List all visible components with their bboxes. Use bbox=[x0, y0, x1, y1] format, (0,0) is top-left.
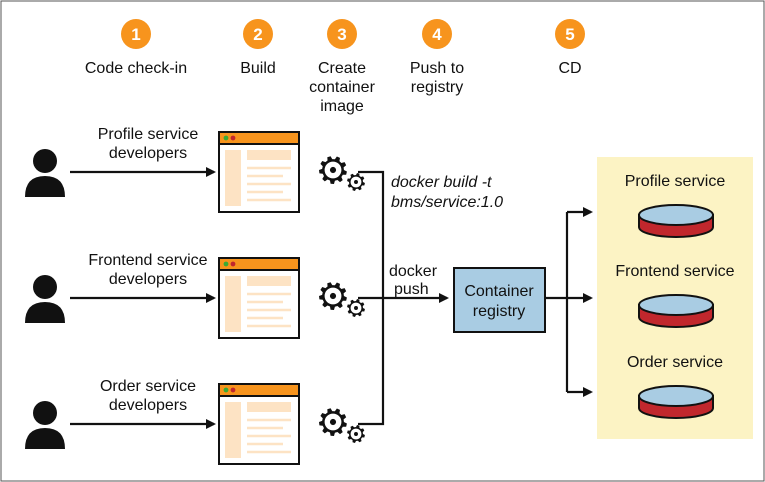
person-icon bbox=[25, 401, 65, 449]
step-label-line: Build bbox=[240, 60, 276, 77]
gear-small-icon bbox=[347, 425, 365, 443]
step-label-line: Code check-in bbox=[85, 60, 187, 77]
step-badge-icon bbox=[422, 19, 452, 49]
deploy-connectors bbox=[545, 212, 569, 392]
push-command-line-2: push bbox=[394, 281, 429, 298]
registry-label-line-1: Container bbox=[464, 283, 534, 300]
person-icon bbox=[25, 275, 65, 323]
database-icon bbox=[638, 204, 714, 238]
step-5: 5CD bbox=[555, 19, 585, 77]
service-label: Order service bbox=[627, 354, 723, 371]
build-command-line-2: bms/service:1.0 bbox=[391, 194, 503, 211]
step-number: 5 bbox=[565, 25, 574, 44]
container-registry-box bbox=[453, 267, 546, 333]
person-icon bbox=[25, 149, 65, 197]
gear-large-icon bbox=[319, 282, 347, 310]
step-label-line: registry bbox=[411, 79, 463, 96]
step-label-line: CD bbox=[558, 60, 581, 77]
gear-small-icon bbox=[347, 299, 365, 317]
build-window-icon bbox=[218, 131, 300, 213]
service-label: Profile service bbox=[625, 173, 726, 190]
build-window-icon bbox=[218, 383, 300, 465]
team-label-line: developers bbox=[109, 397, 187, 414]
step-number: 3 bbox=[337, 25, 346, 44]
step-label-line: Create bbox=[318, 60, 366, 77]
service-1: Profile service bbox=[625, 173, 726, 238]
team-row-3: Order service developers bbox=[25, 378, 365, 465]
team-label-line: Order service bbox=[100, 378, 196, 395]
team-label-line: developers bbox=[109, 271, 187, 288]
step-number: 2 bbox=[253, 25, 262, 44]
service-2: Frontend service bbox=[615, 263, 735, 328]
gear-large-icon bbox=[319, 408, 347, 436]
push-command-line-1: docker bbox=[389, 263, 438, 280]
step-badge-icon bbox=[121, 19, 151, 49]
step-number: 1 bbox=[131, 25, 140, 44]
team-label-line: Frontend service bbox=[88, 252, 207, 269]
registry-label-line-2: registry bbox=[473, 303, 525, 320]
team-row-2: Frontend service developers bbox=[25, 252, 365, 339]
team-label-line: developers bbox=[109, 145, 187, 162]
build-connectors bbox=[358, 170, 385, 426]
step-badge-icon bbox=[243, 19, 273, 49]
service-label: Frontend service bbox=[615, 263, 734, 280]
build-window-icon bbox=[218, 257, 300, 339]
service-3: Order service bbox=[627, 354, 723, 419]
build-command-line-1: docker build -t bbox=[391, 174, 492, 191]
team-label-line: Profile service bbox=[98, 126, 199, 143]
step-label-line: container bbox=[309, 79, 375, 96]
database-icon bbox=[638, 294, 714, 328]
gear-small-icon bbox=[347, 173, 365, 191]
step-label-line: image bbox=[320, 98, 364, 115]
step-number: 4 bbox=[432, 25, 442, 44]
step-badge-icon bbox=[327, 19, 357, 49]
team-row-1: Profile service developers bbox=[25, 126, 365, 213]
gear-large-icon bbox=[319, 156, 347, 184]
database-icon bbox=[638, 385, 714, 419]
step-badge-icon bbox=[555, 19, 585, 49]
step-label-line: Push to bbox=[410, 60, 464, 77]
